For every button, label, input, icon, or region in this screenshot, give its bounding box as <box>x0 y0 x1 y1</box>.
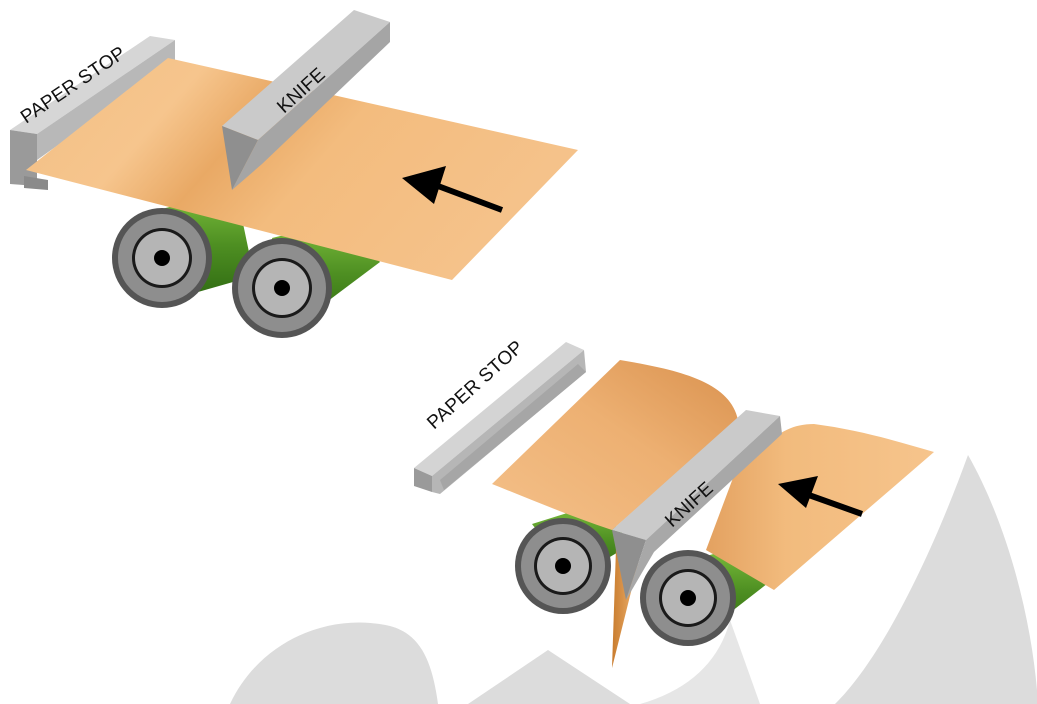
stage-bottom: PAPER STOP KNIFE <box>414 337 934 668</box>
watermark-shape-2 <box>468 650 630 704</box>
stage-top: PAPER STOP KNIFE <box>10 10 578 338</box>
watermark-shape-1 <box>230 622 438 704</box>
